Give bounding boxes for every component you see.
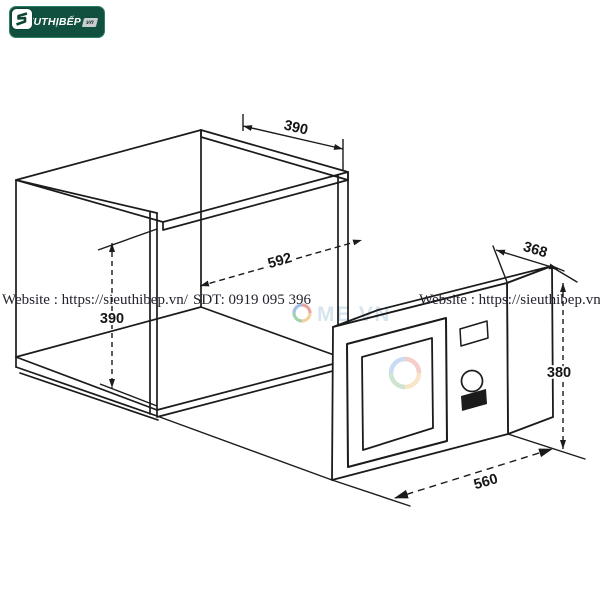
dim-label-niche-height: 390 (100, 311, 124, 327)
dim-line-microwave-depth (495, 249, 559, 270)
logo-tld-tag: vn (81, 17, 98, 27)
cabinet-back-wall (15, 306, 202, 358)
slide-out-guide-line (156, 415, 333, 481)
cabinet-drawing (15, 129, 349, 421)
microwave-display (459, 320, 489, 347)
dim-label-microwave-depth: 368 (521, 239, 549, 261)
dim-line-niche-width (199, 239, 363, 287)
dim-label-microwave-height: 380 (547, 365, 571, 381)
microwave-knob (460, 369, 484, 393)
sieuthibep-logo-badge: SIÊUTHỊBẾP vn (9, 6, 105, 38)
cabinet-bottom-shelf (15, 356, 158, 411)
faint-brand-watermark: ME.VN (292, 303, 391, 326)
watermark-website-right: Website : https://sieuthibep.vn/ (419, 292, 600, 308)
microwave-drawing (331, 265, 554, 481)
watermark-website-left: Website : https://sieuthibep.vn/ (2, 292, 188, 308)
faint-brand-text: ME.VN (317, 303, 391, 326)
construction-lines (156, 245, 586, 507)
dimension-lines (97, 114, 566, 499)
shutter-logo-icon (292, 303, 312, 323)
faint-shutter-logo-2 (388, 356, 422, 390)
dim-label-microwave-width: 560 (472, 471, 500, 493)
microwave-handle-button (461, 389, 487, 411)
cabinet-top-panel (15, 129, 349, 223)
dim-line-microwave-width (394, 448, 553, 499)
dim-line-cabinet-top-depth (242, 125, 344, 150)
cabinet-left-panel (15, 179, 158, 214)
dim-label-niche-width: 592 (266, 250, 294, 272)
sieuthibep-s-icon (11, 8, 33, 30)
watermark-phone: SDT: 0919 095 396 (193, 292, 312, 308)
